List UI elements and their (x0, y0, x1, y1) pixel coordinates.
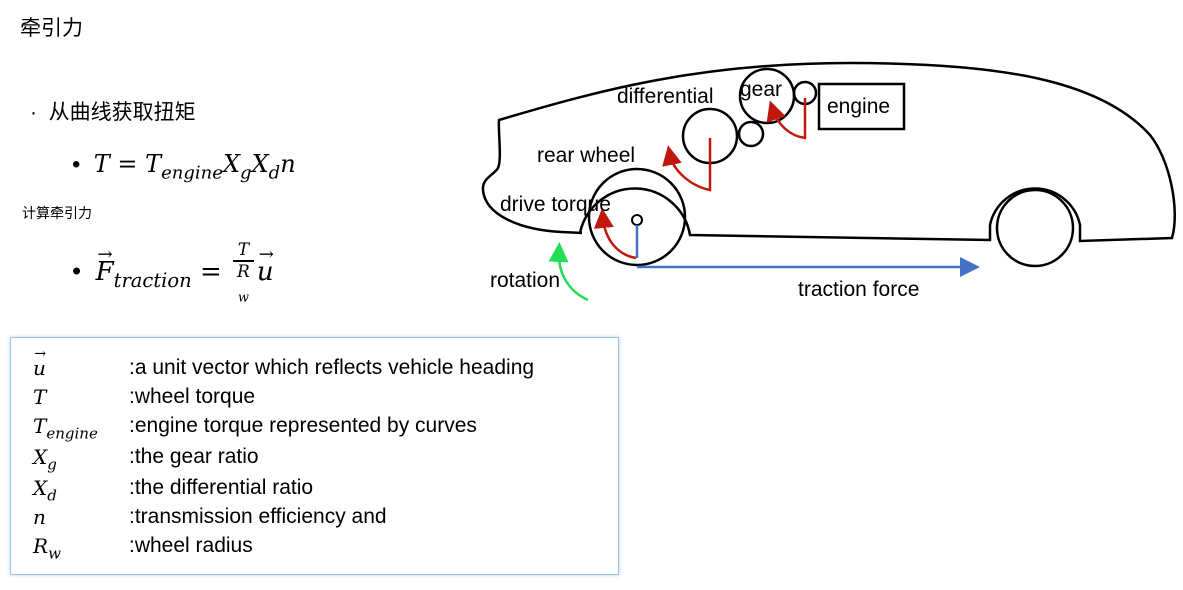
drive-torque-arrow (593, 208, 637, 260)
calc-label: 计算牵引力 (22, 205, 92, 221)
symbol-legend: u:a unit vector which reflects vehicle h… (10, 337, 619, 575)
label-engine: engine (827, 95, 890, 118)
label-traction-force: traction force (798, 278, 919, 301)
wheel-axle (631, 214, 643, 226)
label-differential: differential (617, 85, 714, 108)
label-drive-torque: drive torque (500, 193, 611, 216)
bullet-text: 从曲线获取扭矩 (48, 101, 196, 124)
front-wheel (995, 188, 1075, 268)
rotation-arrow (548, 242, 589, 302)
engine-box (817, 82, 906, 131)
label-rear-wheel: rear wheel (537, 144, 635, 167)
bullet-get-torque: · 从曲线获取扭矩 (30, 101, 196, 124)
traction-formula: • Ftraction = TRwu (72, 240, 274, 305)
differential-torque-arrow (662, 138, 712, 192)
car-body-outline (481, 61, 1176, 243)
label-rotation: rotation (490, 269, 560, 292)
small-gear (737, 120, 765, 148)
rear-wheel (587, 167, 687, 267)
torque-formula: • T = TengineXgXdn (72, 150, 296, 184)
engine-torque-arrow (766, 98, 807, 140)
label-gear: gear (740, 78, 782, 101)
slide-title: 牵引力 (20, 17, 83, 40)
